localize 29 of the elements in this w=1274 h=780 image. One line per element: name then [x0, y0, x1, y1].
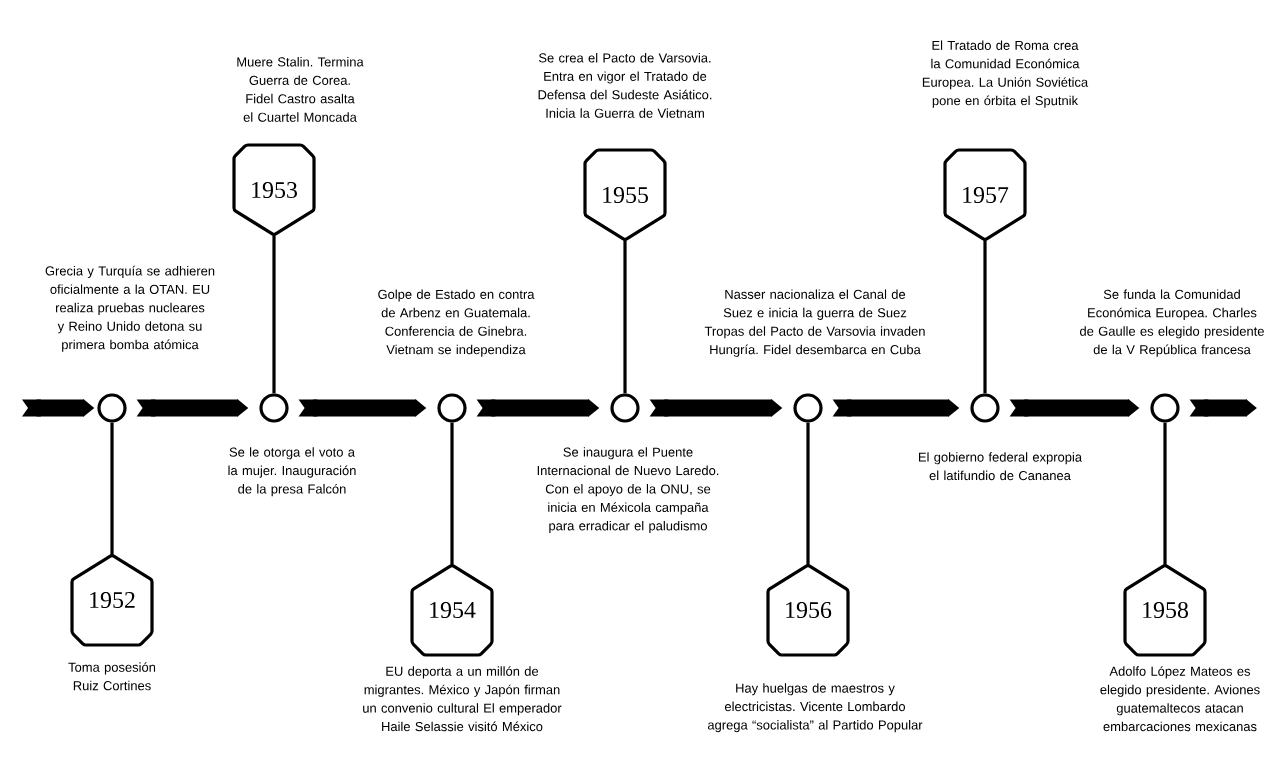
stem-line	[272, 235, 276, 394]
year-badge: 1954	[410, 564, 494, 657]
event-text: El Tratado de Roma crea la Comunidad Económica Europea. La Unión Soviética pone en órbita el Sputnik	[922, 40, 1089, 108]
event-text: EU deporta a un millón de migrantes. México y Japón firman un convenio cultural El emperador Haile Selassie visitó México	[363, 666, 562, 732]
event-text: Grecia y Turquía se adhieren oficialmente a la OTAN. EU realiza pruebas nucleares y Reino Unido detona su primera bomba atómica	[45, 265, 215, 352]
year-badge: 1953	[232, 143, 316, 236]
stem-line	[110, 422, 114, 555]
year-badge: 1957	[943, 148, 1027, 241]
event-text: Se le otorga el voto a la mujer. Inauguración de la presa Falcón	[228, 447, 356, 497]
event-text: Adolfo López Mateos es elegido presidente. Aviones guatemaltecos atacan embarcaciones mexicanas	[1100, 666, 1260, 732]
stem-line	[806, 422, 810, 565]
event-text: Toma posesión Ruiz Cortines	[68, 662, 156, 691]
event-text: Nasser nacionaliza el Canal de Suez e inicia la guerra de Suez Tropas del Pacto de Varsovia invaden Hungría. Fidel desembarca en Cuba	[704, 289, 925, 357]
stem-line	[623, 240, 627, 394]
stem-line	[1163, 422, 1167, 565]
event-text: El gobierno federal expropia el latifundio de Cananea	[919, 452, 1083, 481]
event-text: Golpe de Estado en contra de Arbenz en Guatemala. Conferencia de Ginebra. Vietnam se independiza	[378, 289, 535, 357]
stem-line	[983, 240, 987, 394]
chevron-arrow	[1189, 399, 1257, 417]
event-text: Se funda la Comunidad Económica Europea. Charles de Gaulle es elegido presidente de la V República francesa	[1080, 289, 1264, 357]
year-badge: 1956	[766, 564, 850, 657]
year-badge: 1955	[583, 148, 667, 241]
event-text: Hay huelgas de maestros y electricistas. Vicente Lombardo agrega “socialista” al Partido Popular	[707, 683, 923, 733]
event-text: Se inaugura el Puente Internacional de Nuevo Laredo. Con el apoyo de la ONU, se inicia en Méxicola campaña para erradicar el paludismo	[537, 447, 719, 533]
year-badge: 1952	[70, 554, 154, 647]
year-badge: 1958	[1123, 564, 1207, 657]
event-text: Se crea el Pacto de Varsovia. Entra en vigor el Tratado de Defensa del Sudeste Asiático. Inicia la Guerra de Vietnam	[538, 53, 712, 118]
event-text: Muere Stalin. Termina Guerra de Corea. Fidel Castro asalta el Cuartel Moncada	[237, 57, 364, 122]
stem-line	[450, 422, 454, 565]
